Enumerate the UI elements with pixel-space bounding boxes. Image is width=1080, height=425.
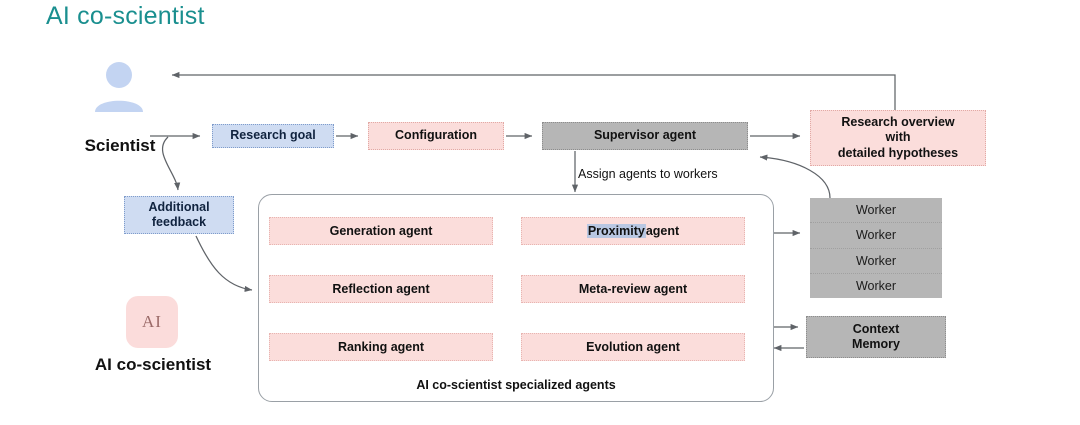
ranking-agent-cell[interactable]: Ranking agent xyxy=(269,333,493,361)
worker-pool: Worker Worker Worker Worker xyxy=(810,198,942,298)
ai-logo: AI xyxy=(126,296,178,348)
evolution-agent-cell[interactable]: Evolution agent xyxy=(521,333,745,361)
proximity-agent-cell[interactable]: Proximity agent xyxy=(521,217,745,245)
ai-co-scientist-label: AI co-scientist xyxy=(94,355,212,374)
context-memory-box[interactable]: Context Memory xyxy=(806,316,946,358)
configuration-box[interactable]: Configuration xyxy=(368,122,504,150)
research-overview-line-2: with xyxy=(885,130,911,145)
context-memory-line-2: Memory xyxy=(852,337,900,351)
reflection-agent-cell[interactable]: Reflection agent xyxy=(269,275,493,303)
specialized-agents-caption: AI co-scientist specialized agents xyxy=(416,378,616,392)
worker-row[interactable]: Worker xyxy=(810,198,942,224)
research-overview-line-3: detailed hypotheses xyxy=(837,145,959,160)
generation-agent-label: Generation agent xyxy=(329,224,433,238)
proximity-agent-label: agent xyxy=(645,224,680,238)
assign-agents-note: Assign agents to workers xyxy=(578,167,718,181)
ranking-agent-label: Ranking agent xyxy=(337,340,425,354)
page-title: AI co-scientist xyxy=(46,2,205,30)
generation-agent-cell[interactable]: Generation agent xyxy=(269,217,493,245)
user-avatar-icon xyxy=(95,62,143,112)
supervisor-agent-box[interactable]: Supervisor agent xyxy=(542,122,748,150)
context-memory-line-1: Context xyxy=(852,321,900,336)
worker-row[interactable]: Worker xyxy=(810,249,942,274)
evolution-agent-label: Evolution agent xyxy=(586,340,680,354)
research-overview-box[interactable]: Research overview with detailed hypothes… xyxy=(810,110,986,166)
meta-review-agent-cell[interactable]: Meta-review agent xyxy=(521,275,745,303)
additional-feedback-line-2: feedback xyxy=(151,215,207,229)
wire-overview-to-scientist xyxy=(171,71,896,110)
wire-feedback-to-reflection xyxy=(195,235,253,293)
additional-feedback-box[interactable]: Additional feedback xyxy=(124,196,234,234)
worker-row[interactable]: Worker xyxy=(855,278,897,293)
research-goal-box[interactable]: Research goal xyxy=(212,124,334,148)
research-overview-line-1: Research overview xyxy=(841,115,955,130)
proximity-agent-highlight: Proximity xyxy=(586,224,646,238)
reflection-agent-label: Reflection agent xyxy=(332,282,430,296)
additional-feedback-line-1: Additional xyxy=(148,199,210,214)
worker-row[interactable]: Worker xyxy=(810,223,942,249)
specialized-agents-container: Generation agent Proximity agent Reflect… xyxy=(258,194,774,402)
meta-review-agent-label: Meta-review agent xyxy=(578,282,688,296)
scientist-label: Scientist xyxy=(84,136,156,155)
